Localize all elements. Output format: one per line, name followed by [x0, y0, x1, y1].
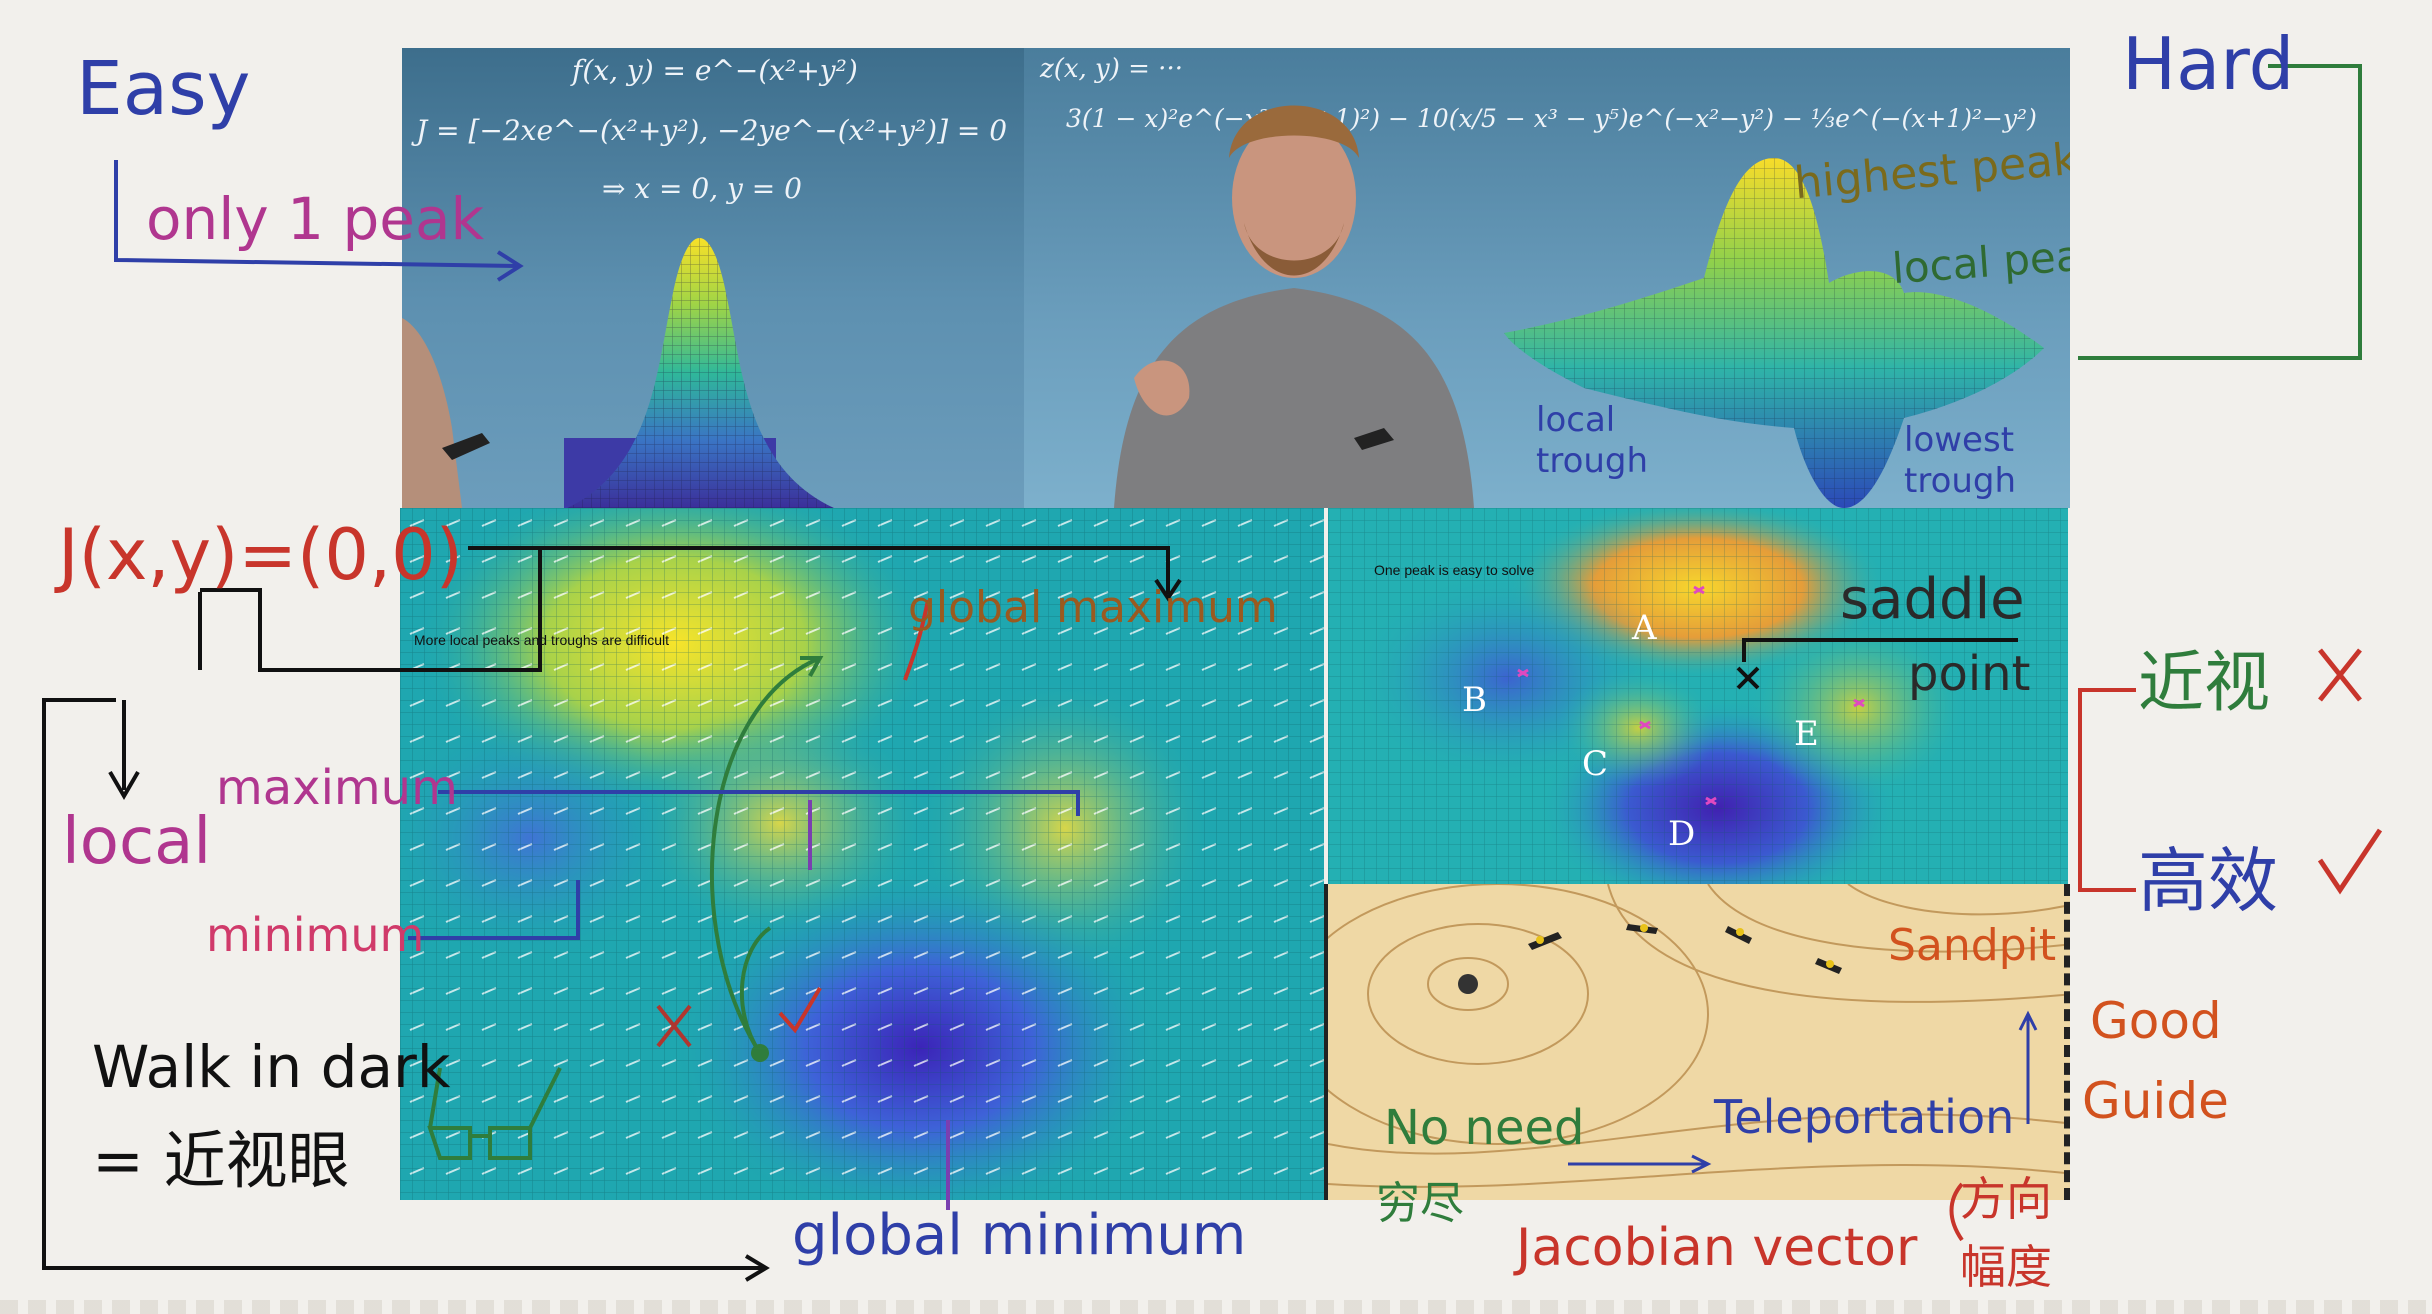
- jacobian-vector-label: Jacobian vector: [1516, 1218, 1918, 1278]
- complex-function-equation: 3(1 − x)²e^(−x²−(y+1)²) − 10(x/5 − x³ − …: [1066, 104, 2037, 133]
- local-trough-annotation: local trough: [1536, 400, 1649, 481]
- sandpit-annotation: Sandpit: [1888, 920, 2057, 971]
- point-annotation: point: [1908, 646, 2031, 702]
- magnitude-label: 幅度: [1960, 1240, 2052, 1294]
- no-need-cn-annotation: 穷尽: [1376, 1178, 1464, 1229]
- point-c-label: C: [1582, 744, 1609, 784]
- hard-label: Hard: [2122, 22, 2295, 106]
- sandpit-contours: [1328, 884, 2064, 1188]
- video-panel-complex-surface: z(x, y) = ··· 3(1 − x)²e^(−x²−(y+1)²) − …: [1024, 48, 2070, 508]
- video-panel-simple-peak: f(x, y) = e^−(x²+y²) J = [−2xe^−(x²+y²),…: [402, 48, 1024, 508]
- gaussian-surface-plot: [402, 238, 834, 508]
- teleportation-annotation: Teleportation: [1714, 1090, 2015, 1144]
- presenter-and-surface: [1114, 105, 2044, 508]
- good-label: Good: [2090, 992, 2222, 1050]
- saddle-annotation: saddle: [1840, 567, 2025, 632]
- easy-label: Easy: [76, 46, 251, 132]
- point-d-label: D: [1668, 814, 1696, 854]
- point-b-label: B: [1462, 680, 1487, 720]
- solution-equation: ⇒ x = 0, y = 0: [602, 172, 802, 205]
- contour-graphic: [1328, 508, 2068, 884]
- guide-label: Guide: [2082, 1072, 2229, 1130]
- jacobian-zero-label: J(x,y)=(0,0): [58, 514, 463, 596]
- simple-function-equation: f(x, y) = e^−(x²+y²): [572, 54, 858, 87]
- jacobian-equation: J = [−2xe^−(x²+y²), −2ye^−(x²+y²)] = 0: [416, 114, 1008, 147]
- heatmap-graphic: [400, 508, 1324, 1200]
- bottom-strip: [0, 1300, 2432, 1314]
- efficient-label: 高效: [2138, 840, 2278, 922]
- nearsighted-label: 近视: [2138, 644, 2270, 721]
- complex-function-title: z(x, y) = ···: [1040, 54, 1183, 84]
- lowest-trough-annotation: lowest trough: [1904, 420, 2017, 501]
- only-one-peak-label: only 1 peak: [146, 185, 485, 253]
- direction-label: 方向: [1960, 1172, 2052, 1226]
- point-e-label: E: [1794, 714, 1819, 754]
- contour-caption: One peak is easy to solve: [1374, 562, 1535, 578]
- global-minimum-annotation: global minimum: [792, 1203, 1247, 1268]
- no-need-annotation: No need: [1384, 1100, 1585, 1156]
- nearsighted-eye-label: = 近视眼: [92, 1124, 350, 1197]
- local-label: local: [62, 805, 212, 879]
- gradient-field-heatmap: More local peaks and troughs are difficu…: [400, 508, 1324, 1200]
- point-a-label: A: [1632, 608, 1657, 648]
- global-maximum-annotation: global maximum: [908, 582, 1278, 633]
- contour-plot-saddle: One peak is easy to solve A B C D E sadd…: [1328, 508, 2068, 884]
- sandpit-panel: Sandpit No need Teleportation: [1324, 884, 2070, 1200]
- minimum-label: minimum: [206, 908, 425, 962]
- walk-in-dark-label: Walk in dark: [92, 1033, 451, 1101]
- maximum-label: maximum: [216, 760, 458, 816]
